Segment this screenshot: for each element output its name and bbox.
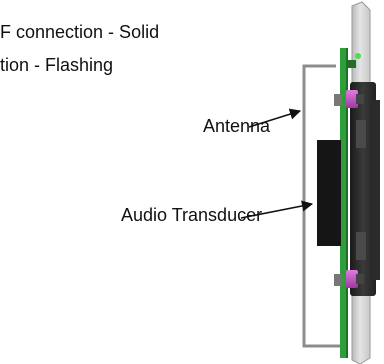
status-text-line-2: tion - Flashing [0,55,114,75]
pcb-board [340,48,348,358]
status-led [355,53,361,59]
lower-connector [346,270,358,288]
antenna-leader-line [248,108,302,128]
audio-leader-line [240,200,314,219]
audio-transducer-label: Audio Transducer [121,205,263,225]
antenna-label: Antenna [203,116,271,136]
status-text-line-1: F connection - Solid [0,22,160,42]
audio-transducer [317,140,341,246]
upper-connector [346,90,358,108]
